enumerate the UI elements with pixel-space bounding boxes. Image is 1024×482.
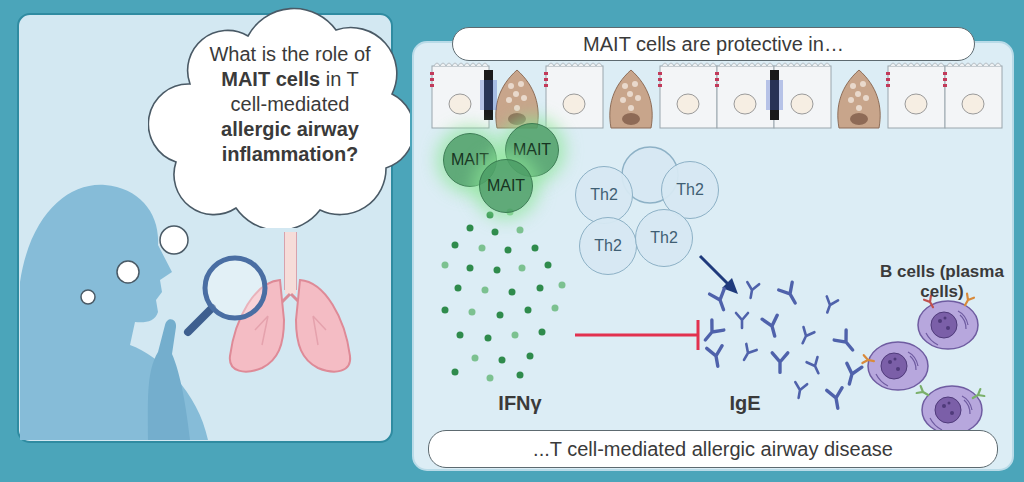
header-pill: MAIT cells are protective in… [452,27,975,61]
question-text: allergic airway inflammation? [221,118,359,165]
cell-name: Th2 [676,181,704,199]
cell-name: Th2 [650,229,678,247]
question-text: MAIT cells [221,68,320,90]
th2-cell: Th2 [635,209,693,267]
cell-name: MAIT [451,151,489,169]
mait-cell: MAIT [479,159,533,213]
footer-pill: ...T cell-mediated allergic airway disea… [428,430,998,468]
cloud-shape [148,8,410,228]
antibody-label: IgE [705,392,785,415]
cell-name: Th2 [590,186,618,204]
cloud-text: What is the role of MAIT cells in T cell… [206,42,374,167]
cloud-outline [148,2,410,228]
cytokine-label: IFNγ [470,392,570,415]
cell-name: Th2 [594,237,622,255]
cell-type-label: B cells (plasma cells) [878,262,1006,302]
cell-name: MAIT [513,141,551,159]
panel-caption: MAIT cells are protective in… [583,33,844,56]
cell-name: MAIT [487,177,525,195]
panel-caption: ...T cell-mediated allergic airway disea… [533,438,893,461]
thought-cloud: What is the role of MAIT cells in T cell… [148,2,410,228]
th2-cell: Th2 [579,217,637,275]
question-text: What is the role of [209,43,370,65]
th2-cell: Th2 [575,166,633,224]
